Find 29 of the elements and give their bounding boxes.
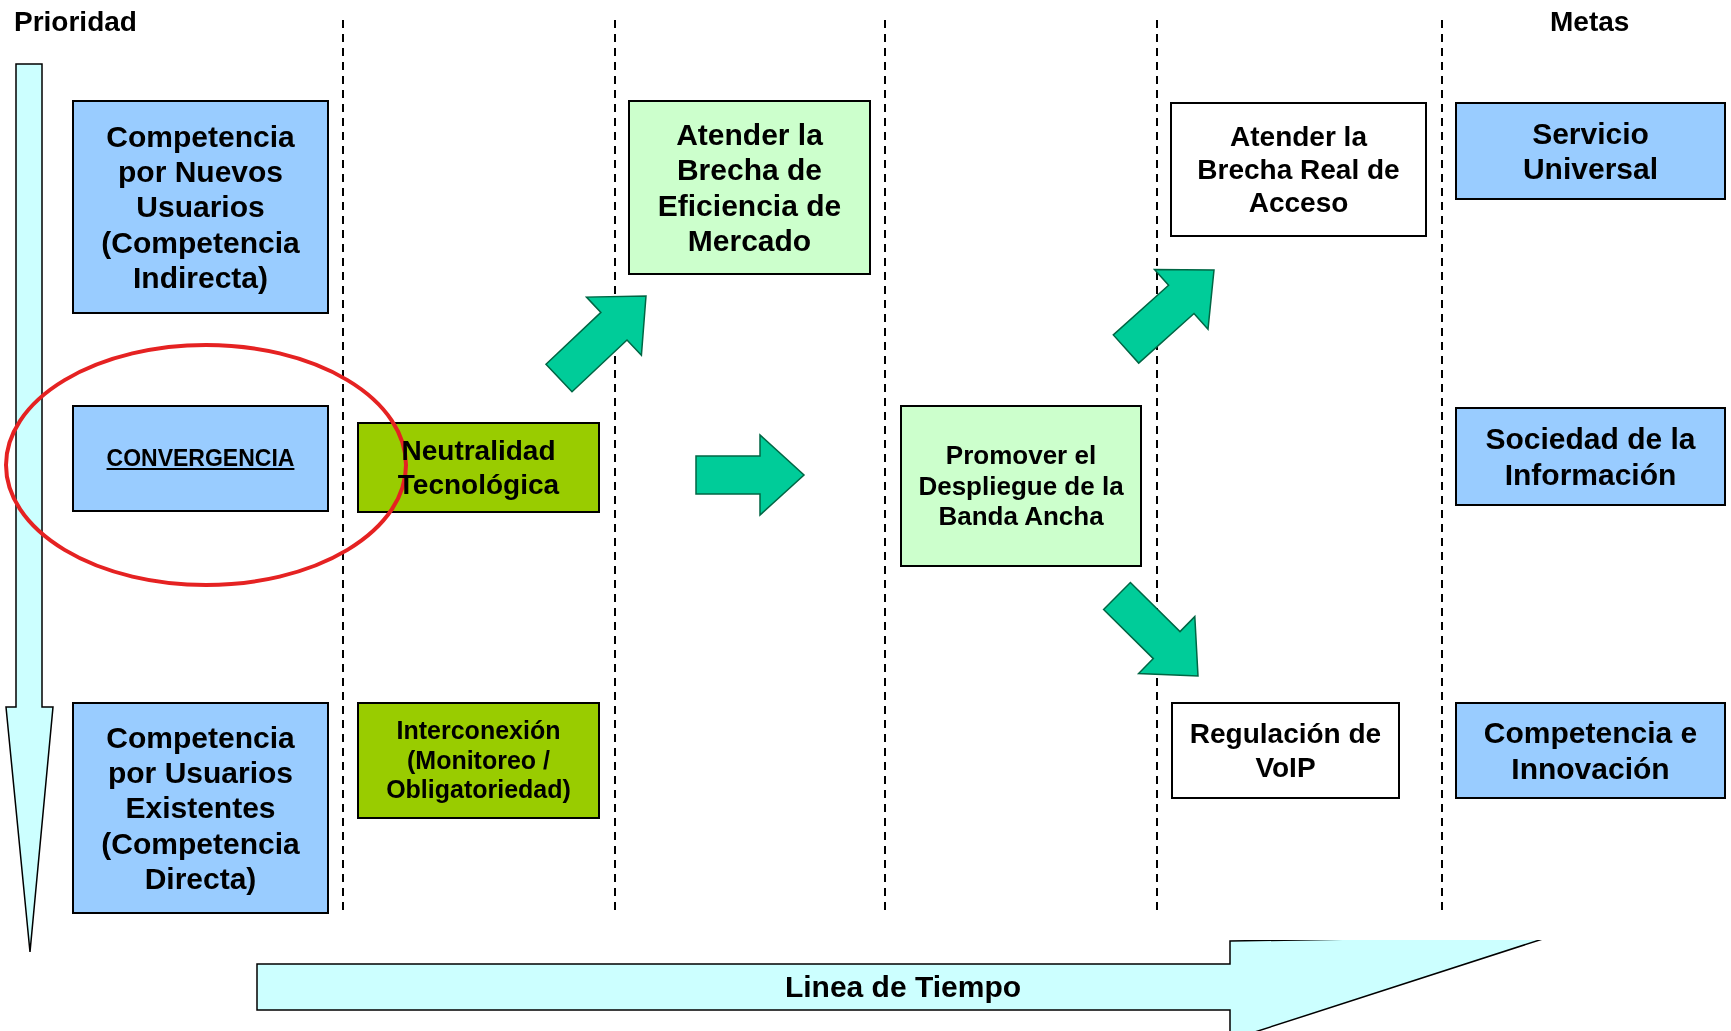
block-arrow: [1112, 268, 1215, 365]
goal-box: [1455, 102, 1726, 200]
box-text: Sociedad de la Información: [1484, 421, 1697, 492]
box-text: Competencia por Nuevos Usuarios (Competencia Indirecta): [100, 118, 301, 296]
box-text: Competencia por Usuarios Existentes (Competencia Directa): [100, 719, 301, 897]
concept-box: [72, 405, 329, 512]
process-box: [628, 100, 871, 275]
box-text: Interconexión (Monitoreo / Obligatoriedad): [385, 716, 572, 805]
process-box: [357, 702, 600, 819]
box-text: Promover el Despliegue de la Banda Ancha: [917, 440, 1125, 532]
process-box: [900, 405, 1142, 567]
heading-label: Metas: [1550, 6, 1630, 38]
heading-label: Prioridad: [14, 6, 137, 38]
box-text: Atender la Brecha de Eficiencia de Mercado: [656, 116, 843, 259]
block-arrow: [695, 433, 806, 517]
link-text: CONVERGENCIA: [105, 444, 296, 473]
goal-box: [1455, 702, 1726, 799]
box-text: Linea de Tiempo: [783, 972, 1023, 1002]
box-text: Servicio Universal: [1521, 115, 1660, 187]
box-text: Atender la Brecha Real de Acceso: [1196, 119, 1401, 220]
block-arrow: [1102, 581, 1199, 677]
goal-box: [72, 100, 329, 314]
box-text: Competencia e Innovación: [1482, 715, 1699, 786]
block-arrow: [544, 295, 647, 393]
process-box: [1170, 102, 1427, 237]
box-text: Regulación de VoIP: [1188, 717, 1383, 784]
goal-box: [72, 702, 329, 914]
goal-box: [1455, 407, 1726, 506]
process-box: [1171, 702, 1400, 799]
